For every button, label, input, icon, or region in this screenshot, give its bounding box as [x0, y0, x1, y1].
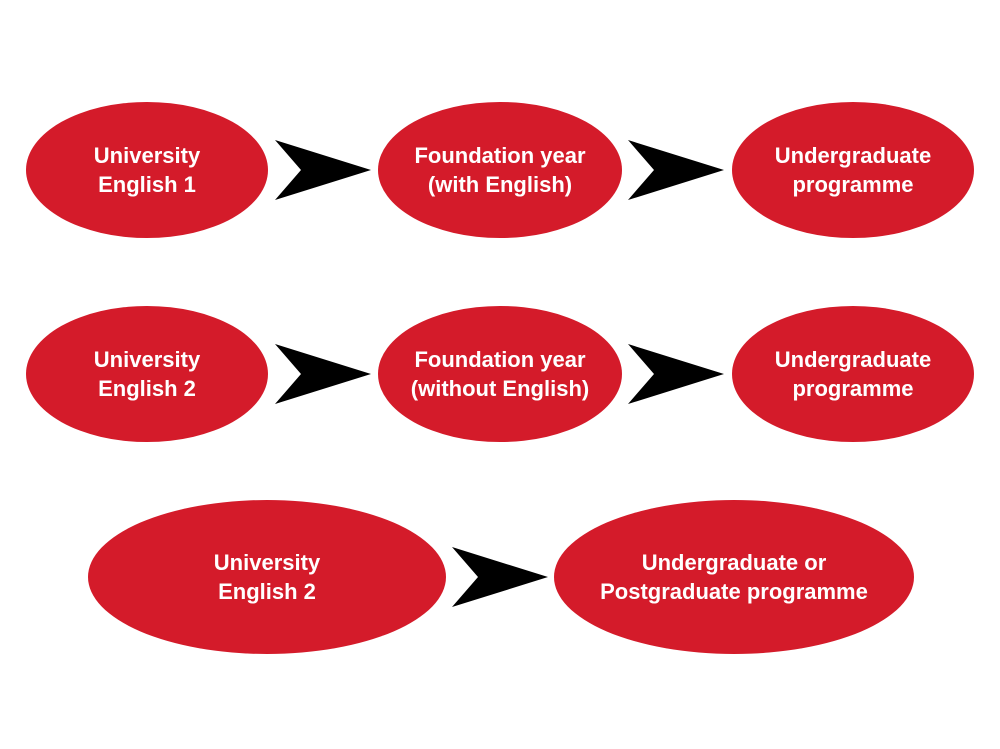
arrow-right-icon: [275, 344, 371, 404]
node-label-line2: English 2: [218, 579, 316, 604]
arrow-right-icon: [452, 547, 548, 607]
arrow-right-icon: [628, 344, 724, 404]
node-undergraduate-programme: Undergraduate programme: [732, 306, 974, 442]
node-university-english-2: University English 2: [88, 500, 446, 654]
node-label-line1: Undergraduate: [774, 143, 932, 168]
node-label-line2: English 2: [98, 376, 196, 401]
node-label-line2: programme: [792, 376, 914, 401]
node-foundation-year-without-english: Foundation year (without English): [378, 306, 622, 442]
node-label-line1: University: [213, 550, 321, 575]
node-label-line1: Undergraduate or: [641, 550, 827, 575]
arrow-right-icon: [628, 140, 724, 200]
node-foundation-year-with-english: Foundation year (with English): [378, 102, 622, 238]
node-label-line2: (with English): [427, 172, 573, 197]
node-label-line2: Postgraduate programme: [600, 579, 868, 604]
node-undergraduate-programme: Undergraduate programme: [732, 102, 974, 238]
node-label-line1: University: [93, 143, 201, 168]
node-label-line1: Foundation year: [414, 347, 586, 372]
node-label-line2: programme: [792, 172, 914, 197]
node-label-line1: Foundation year: [414, 143, 586, 168]
node-label-line2: (without English): [410, 376, 590, 401]
node-label-line1: University: [93, 347, 201, 372]
node-label-line1: Undergraduate: [774, 347, 932, 372]
node-university-english-1: University English 1: [26, 102, 268, 238]
node-undergraduate-or-postgraduate-programme: Undergraduate or Postgraduate programme: [554, 500, 914, 654]
node-label-line2: English 1: [98, 172, 196, 197]
arrow-right-icon: [275, 140, 371, 200]
node-university-english-2: University English 2: [26, 306, 268, 442]
